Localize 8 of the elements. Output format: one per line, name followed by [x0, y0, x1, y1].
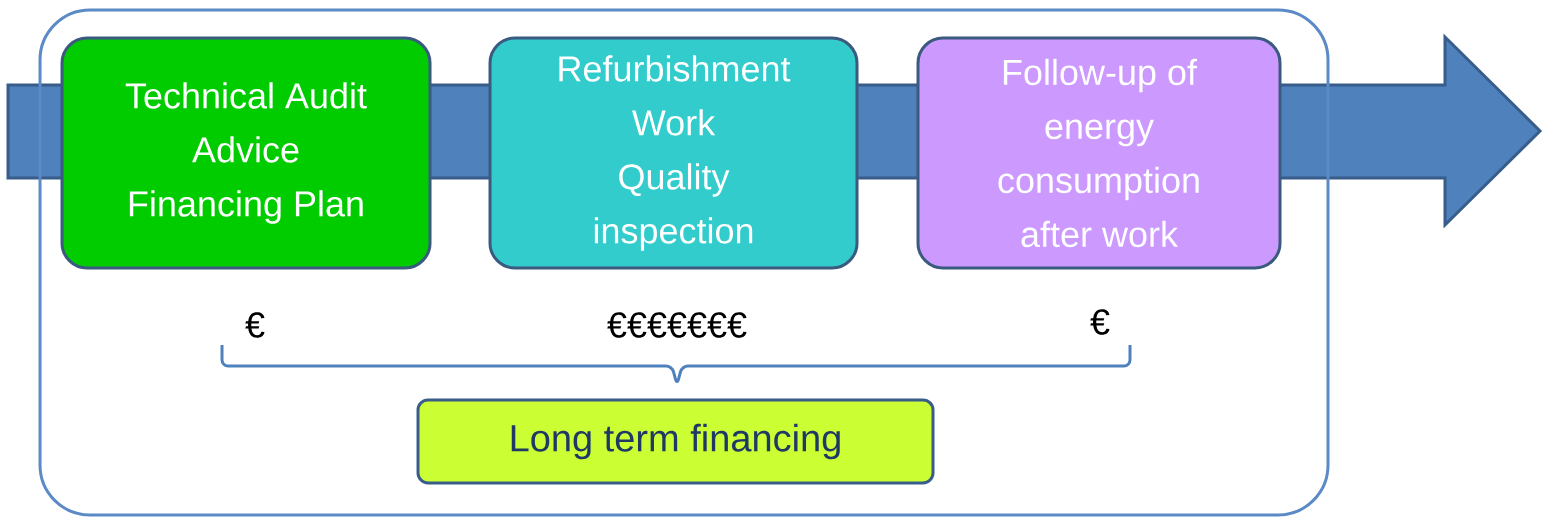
frame-box — [38, 8, 1330, 517]
cost-label: €€€€€€€ — [607, 312, 747, 338]
cost-label: € — [1090, 309, 1110, 335]
process-box: Follow-up of energy consumption after work — [916, 36, 1282, 270]
process-box: Refurbishment Work Quality inspection — [488, 36, 859, 270]
financing-box: Long term financing — [416, 398, 935, 485]
process-box: Technical Audit Advice Financing Plan — [60, 36, 432, 270]
cost-label: € — [245, 312, 265, 338]
